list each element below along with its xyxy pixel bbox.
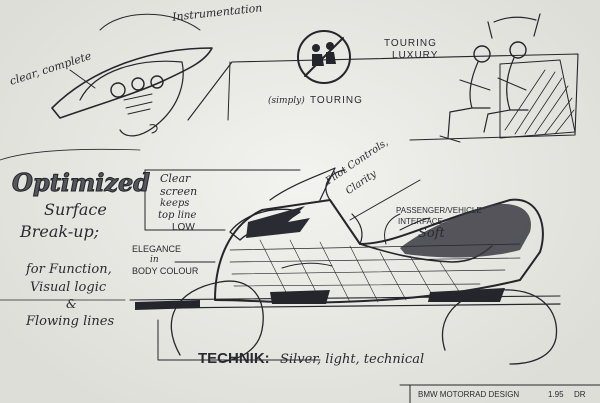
label-passenger-3: Soft — [418, 226, 445, 241]
label-clear-screen-1: Clear — [160, 172, 191, 185]
label-ampersand: & — [66, 297, 77, 311]
instrument-cluster-sketch — [51, 13, 213, 137]
footer-initials: DR — [574, 390, 586, 399]
label-technik: TECHNIK: — [198, 350, 270, 367]
label-technik-desc: Silver, light, technical — [280, 352, 425, 367]
heading-optimized: Optimized — [11, 168, 151, 198]
motorcycle-body-sketch — [129, 167, 561, 365]
touring-plane-sketch — [187, 53, 579, 141]
annotation-leaders — [0, 148, 600, 403]
label-touring-luxury-2: LUXURY — [392, 50, 439, 61]
label-break-up: Break-up; — [20, 222, 100, 241]
label-clear-screen-3: keeps — [160, 198, 190, 209]
label-touring-luxury-1: TOURING — [384, 38, 437, 49]
label-for-function: for Function, — [26, 262, 112, 277]
label-surface: Surface — [44, 200, 107, 219]
label-clear-screen-4: top line — [158, 210, 197, 221]
footer-date: 1.95 — [548, 390, 564, 399]
footer-studio: BMW MOTORRAD DESIGN — [418, 390, 520, 399]
label-clear-screen-5: LOW — [172, 222, 195, 233]
label-passenger-1: PASSENGER/VEHICLE — [396, 206, 482, 215]
label-elegance-2: in — [150, 255, 159, 265]
label-simply-touring: TOURING — [310, 95, 363, 106]
label-simply-prefix: (simply) — [268, 96, 305, 106]
label-visual-logic: Visual logic — [30, 280, 107, 295]
label-elegance-3: BODY COLOUR — [132, 266, 199, 276]
label-clear-screen-2: screen — [160, 185, 198, 198]
label-elegance-1: ELEGANCE — [132, 244, 182, 254]
riders-sketch — [439, 13, 541, 143]
label-flowing-lines: Flowing lines — [26, 314, 115, 329]
no-pillion-symbol — [297, 30, 351, 84]
label-passenger-2: INTERFACE: — [398, 217, 446, 226]
